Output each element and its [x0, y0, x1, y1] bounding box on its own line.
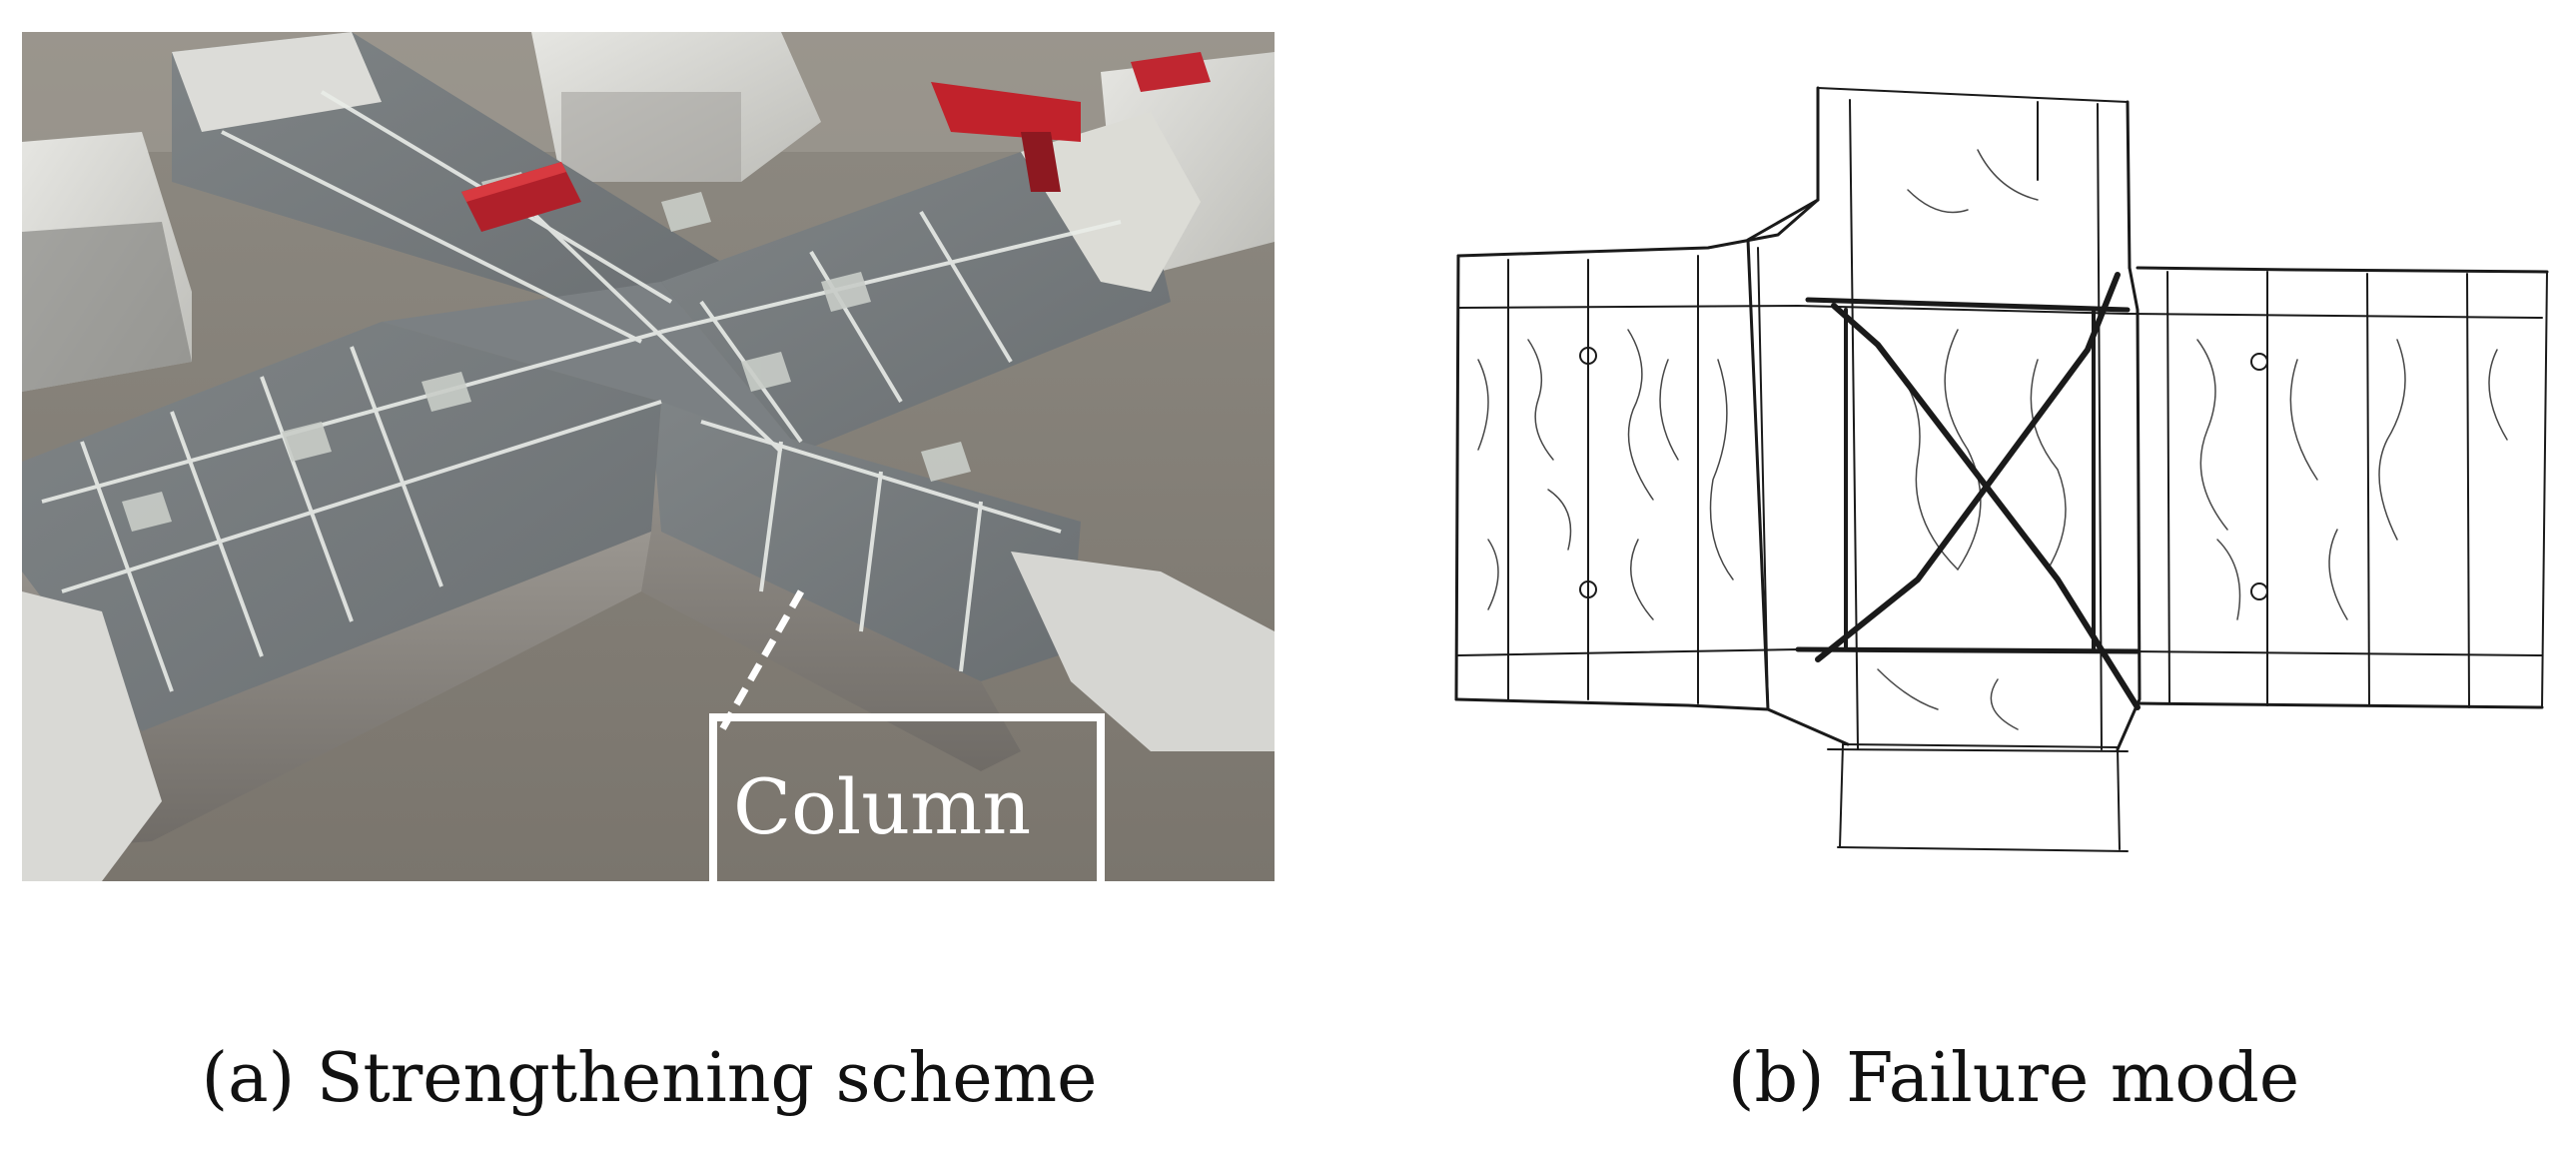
column-callout: Column: [709, 713, 1105, 881]
red-box: [461, 162, 581, 232]
background-block-top: [531, 32, 821, 182]
red-box-small: [1131, 52, 1211, 92]
failure-mode-sketch: [1438, 60, 2557, 879]
caption-b: (b) Failure mode: [1727, 1039, 2300, 1118]
column-label: Column: [733, 762, 1031, 851]
strengthening-photo: Column: [22, 32, 1275, 881]
background-block-left: [22, 132, 192, 392]
red-dispenser-gun: [931, 82, 1081, 192]
caption-a: (a) Strengthening scheme: [201, 1039, 1098, 1118]
